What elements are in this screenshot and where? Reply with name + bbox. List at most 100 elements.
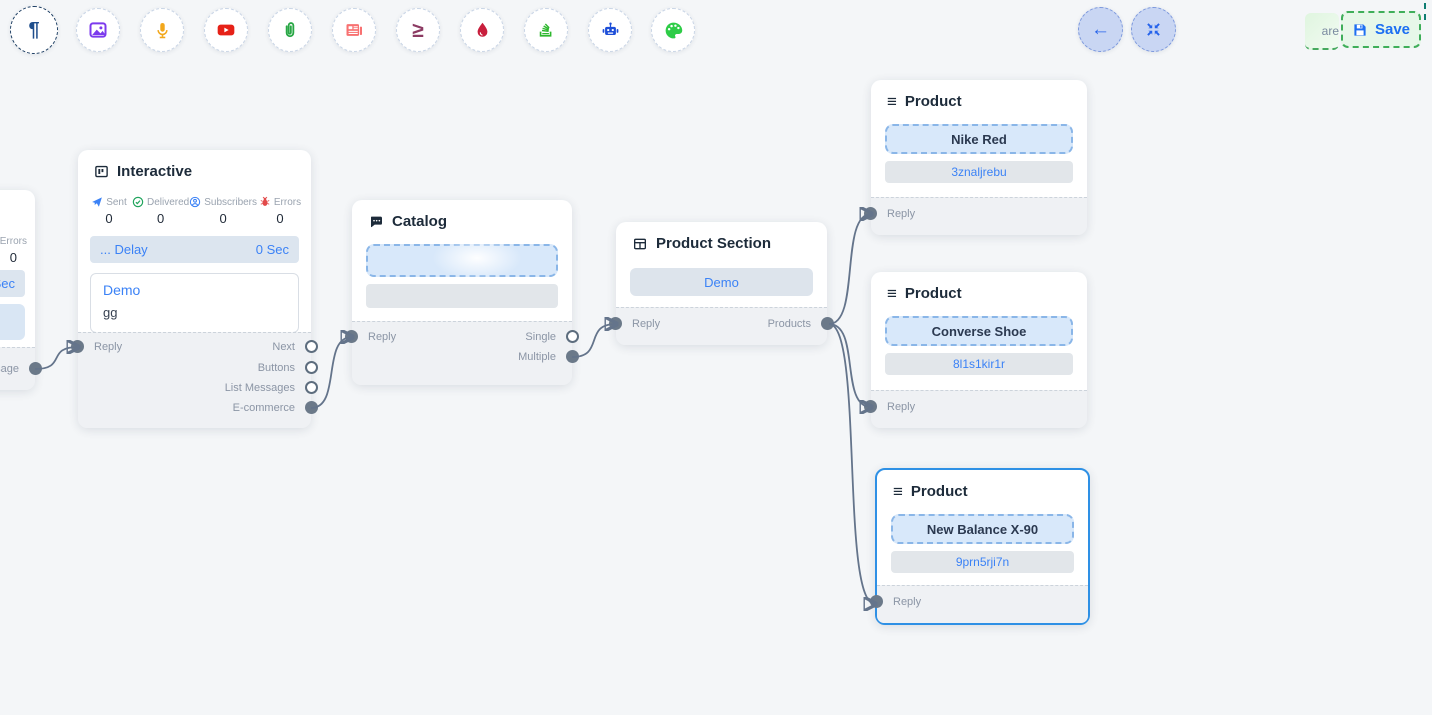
product-icon: ≡	[893, 482, 903, 501]
node-title: Product	[910, 483, 968, 500]
input-label-reply: Reply	[887, 208, 916, 220]
toolbar-theme-button[interactable]	[651, 8, 695, 52]
input-handle-reply[interactable]	[609, 317, 622, 330]
stat-value: 0	[219, 211, 227, 226]
audio-icon	[156, 22, 168, 38]
product-name-box[interactable]: New Balance X-90	[891, 514, 1074, 544]
bot-icon	[602, 22, 618, 35]
message-preview-box[interactable]	[0, 304, 25, 340]
output-label-products: Products	[767, 318, 811, 330]
stat-value: 0	[156, 211, 165, 226]
delay-label: ... Delay	[100, 242, 148, 257]
save-icon	[1354, 23, 1366, 36]
node-catalog[interactable]: Catalog Reply Single Multiple	[345, 200, 579, 385]
delay-row[interactable]: 0 Sec	[0, 270, 25, 297]
stat-label: Subscribers	[204, 196, 258, 208]
toolbar-condition-button[interactable]: ≥	[396, 8, 440, 52]
toolbar-template-button[interactable]	[332, 8, 376, 52]
input-handle-reply[interactable]	[864, 400, 877, 413]
output-handle-ecommerce[interactable]	[305, 401, 318, 414]
toolbar-drip-button[interactable]	[460, 8, 504, 52]
output-handle-products[interactable]	[821, 317, 834, 330]
node-title-row: Interactive	[78, 150, 311, 186]
fit-view-button[interactable]	[1131, 7, 1176, 52]
product-name: Nike Red	[951, 131, 1007, 147]
save-button[interactable]: Save	[1341, 11, 1421, 48]
input-handle-reply[interactable]	[870, 595, 883, 608]
catalog-select-box[interactable]	[366, 236, 558, 280]
node-footer: Reply	[870, 585, 1088, 623]
edge-4	[828, 323, 871, 407]
product-name-box[interactable]: Converse Shoe	[885, 316, 1073, 346]
node-title-row: ≡ Product	[877, 470, 1088, 506]
node-footer: Reply	[864, 390, 1087, 428]
node-title-row: Product Section	[616, 222, 827, 258]
product-code: 8l1s1kir1r	[952, 357, 1006, 371]
output-handle-multiple[interactable]	[566, 350, 579, 363]
section-name-box[interactable]: Demo	[630, 268, 813, 296]
toolbar-audio-button[interactable]	[140, 8, 184, 52]
subscribers-icon	[190, 196, 201, 208]
input-handle-reply[interactable]	[71, 340, 84, 353]
stat-label: Sent	[106, 196, 127, 208]
toolbar-sequence-button[interactable]	[524, 8, 568, 52]
fit-view-icon	[1147, 23, 1160, 36]
input-label-reply: Reply	[632, 318, 661, 330]
output-label-buttons: Buttons	[257, 362, 295, 374]
node-title-row: ≡ Product	[871, 272, 1087, 308]
edge-3	[828, 214, 871, 325]
back-arrow-icon: ←	[1091, 19, 1110, 40]
text-icon: ¶	[28, 19, 40, 41]
product-code: 3znaljrebu	[951, 165, 1007, 179]
video-icon	[217, 24, 235, 36]
output-label-ecommerce: E-commerce	[232, 402, 295, 414]
output-handle-buttons[interactable]	[305, 361, 318, 374]
node-product-3[interactable]: ≡ Product New Balance X-90 9prn5rji7n Re…	[870, 468, 1090, 625]
node-partial-message[interactable]: Errors 0 0 Sec Message	[0, 190, 42, 390]
toolbar-attachment-button[interactable]	[268, 8, 312, 52]
input-label-reply: Reply	[94, 341, 123, 353]
toolbar-video-button[interactable]	[204, 8, 248, 52]
output-label-next: Next	[272, 341, 295, 353]
node-title: Product Section	[656, 235, 772, 252]
product-name-box[interactable]: Nike Red	[885, 124, 1073, 154]
input-handle-reply[interactable]	[345, 330, 358, 343]
product-code-box: 3znaljrebu	[885, 161, 1073, 183]
catalog-icon	[370, 216, 382, 227]
section-name: Demo	[704, 274, 739, 290]
product-icon: ≡	[887, 92, 897, 111]
delivered-icon	[132, 196, 144, 208]
node-footer: Reply Single Multiple	[345, 321, 579, 385]
stat-value: 0	[105, 211, 113, 226]
attachment-icon	[285, 22, 295, 38]
drip-icon	[477, 22, 487, 37]
output-label-list-messages: List Messages	[224, 382, 295, 394]
product-icon: ≡	[887, 284, 897, 303]
clipped-button[interactable]: are	[1305, 13, 1339, 50]
toolbar-bot-button[interactable]	[588, 8, 632, 52]
output-handle-single[interactable]	[566, 330, 579, 343]
back-button[interactable]: ←	[1078, 7, 1123, 52]
output-label-single: Single	[525, 331, 556, 343]
stat-errors-value: 0	[9, 250, 17, 265]
output-handle-next[interactable]	[305, 340, 318, 353]
delay-value: 0 Sec	[0, 276, 15, 291]
output-label-multiple: Multiple	[518, 351, 556, 363]
toolbar-image-button[interactable]	[76, 8, 120, 52]
node-product-1[interactable]: ≡ Product Nike Red 3znaljrebu Reply	[864, 80, 1087, 235]
node-title: Catalog	[392, 213, 448, 230]
node-footer: Message	[0, 347, 42, 390]
node-interactive[interactable]: Interactive Sent 0 Delivered 0 Subscribe…	[71, 150, 318, 428]
node-product-2[interactable]: ≡ Product Converse Shoe 8l1s1kir1r Reply	[864, 272, 1087, 428]
node-title-row: Catalog	[352, 200, 572, 236]
delay-row[interactable]: ... Delay 0 Sec	[90, 236, 299, 263]
message-box[interactable]: Demo gg	[90, 273, 299, 333]
node-product-section[interactable]: Product Section Demo Reply Products	[609, 222, 834, 345]
output-handle-message[interactable]	[29, 362, 42, 375]
input-handle-reply[interactable]	[864, 207, 877, 220]
toolbar-text-button[interactable]: ¶	[10, 6, 58, 54]
template-icon	[346, 24, 362, 36]
message-text: gg	[103, 305, 118, 320]
output-handle-list-messages[interactable]	[305, 381, 318, 394]
message-title: Demo	[103, 282, 141, 298]
